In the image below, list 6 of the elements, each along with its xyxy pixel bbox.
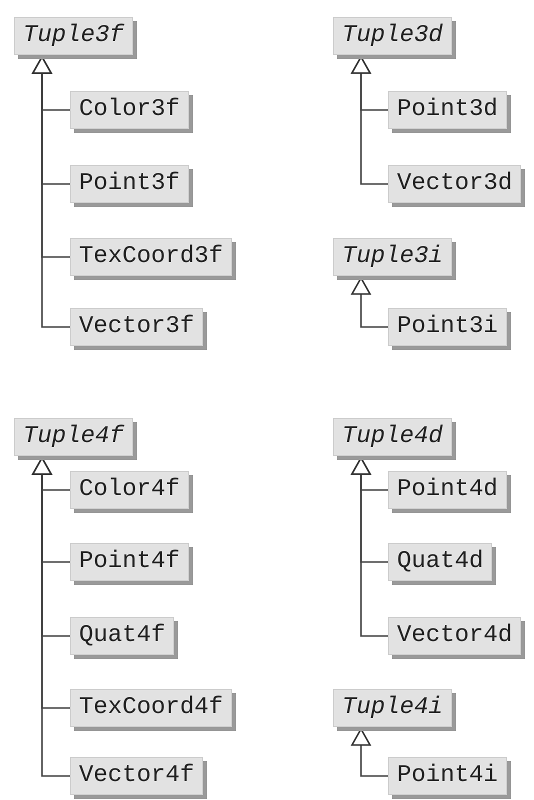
inheritance-arrow xyxy=(351,728,388,777)
inheritance-arrow xyxy=(32,56,70,328)
inheritance-arrow xyxy=(351,277,388,328)
inheritance-arrow xyxy=(351,457,388,637)
inheritance-arrow xyxy=(351,56,388,185)
inheritance-arrow xyxy=(32,457,70,777)
